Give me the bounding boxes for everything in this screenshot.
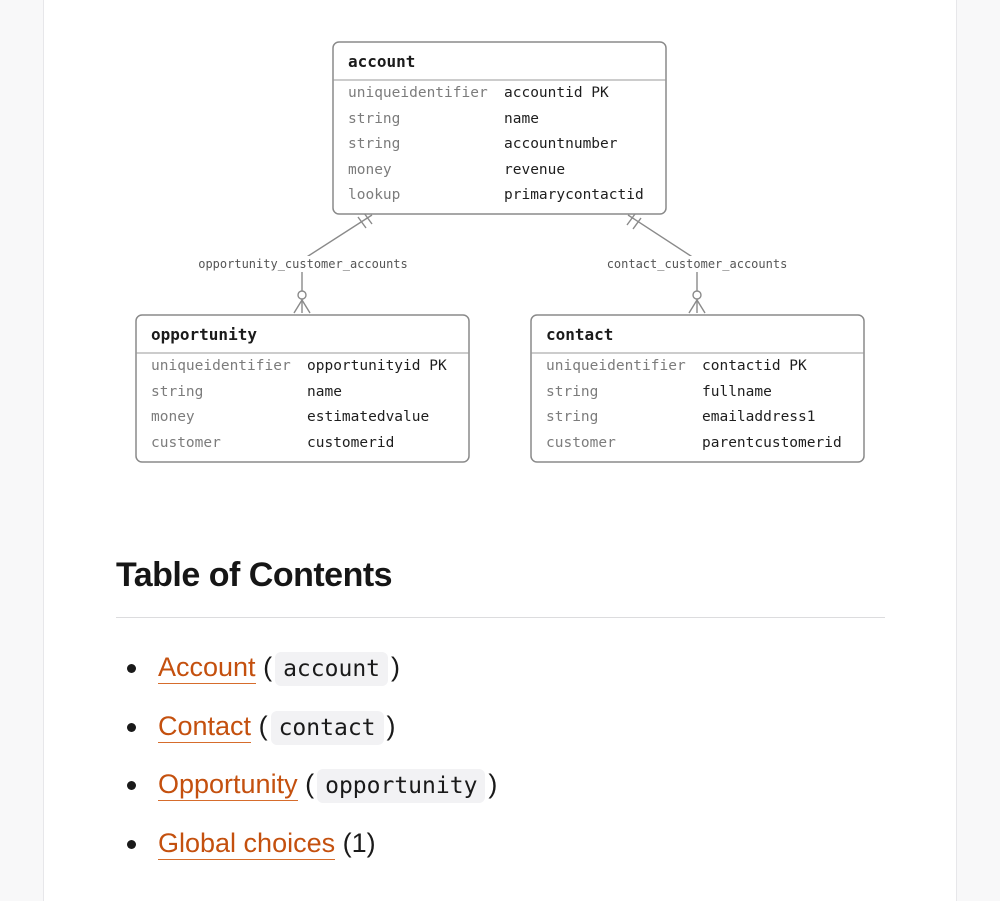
er-diagram: opportunity_customer_accounts contact_cu… — [135, 41, 865, 463]
attribute-name: fullname — [702, 384, 772, 400]
toc-link-contact[interactable]: Contact — [158, 710, 252, 743]
attribute-type: uniqueidentifier — [546, 358, 686, 374]
bullet-icon — [127, 839, 136, 849]
attribute-name: parentcustomerid — [702, 435, 842, 451]
entity-title: contact — [546, 325, 613, 344]
toc-item-account: Account (account) — [116, 640, 497, 699]
attribute-type: customer — [546, 435, 616, 451]
entity-title: opportunity — [151, 325, 257, 344]
attribute-type: customer — [151, 435, 221, 451]
relationship-contact-account: contact_customer_accounts — [598, 213, 796, 314]
attribute-type: uniqueidentifier — [151, 358, 291, 374]
toc-item-global-choices: Global choices (1) — [116, 816, 497, 875]
toc-code-contact: contact — [270, 710, 384, 745]
entity-opportunity: opportunity uniqueidentifier opportunity… — [135, 314, 470, 463]
attribute-name: customerid — [307, 435, 394, 451]
relationship-label: contact_customer_accounts — [607, 257, 788, 271]
attribute-name: name — [504, 111, 539, 127]
relationship-label: opportunity_customer_accounts — [198, 257, 408, 271]
entity-account: account uniqueidentifier accountid PK st… — [332, 41, 667, 215]
attribute-name: primarycontactid — [504, 187, 644, 203]
toc-list: Account (account) Contact (contact) Oppo… — [116, 640, 497, 874]
attribute-name: contactid PK — [702, 358, 807, 374]
attribute-type: money — [151, 409, 195, 425]
bullet-icon — [127, 722, 136, 732]
bullet-icon — [127, 664, 136, 673]
attribute-type: string — [348, 111, 400, 127]
toc-item-contact: Contact (contact) — [116, 699, 497, 758]
attribute-type: string — [546, 384, 598, 400]
entity-title: account — [348, 52, 415, 71]
attribute-name: estimatedvalue — [307, 409, 429, 425]
toc-code-account: account — [275, 652, 389, 686]
attribute-type: string — [151, 384, 203, 400]
attribute-type: string — [546, 409, 598, 425]
attribute-name: accountnumber — [504, 136, 618, 152]
relationship-opportunity-account: opportunity_customer_accounts — [190, 212, 416, 314]
attribute-name: accountid PK — [504, 85, 609, 101]
toc-code-opportunity: opportunity — [317, 769, 486, 803]
attribute-name: name — [307, 384, 342, 400]
attribute-type: string — [348, 136, 400, 152]
attribute-name: opportunityid PK — [307, 358, 447, 374]
toc-link-opportunity[interactable]: Opportunity — [158, 769, 298, 801]
toc-link-global-choices[interactable]: Global choices — [158, 827, 336, 860]
attribute-type: lookup — [348, 187, 400, 203]
attribute-type: money — [348, 162, 392, 178]
attribute-name: revenue — [504, 162, 565, 178]
bullet-icon — [127, 781, 136, 790]
toc-divider — [116, 617, 885, 618]
attribute-type: uniqueidentifier — [348, 85, 488, 101]
attribute-name: emailaddress1 — [702, 409, 816, 425]
toc-heading: Table of Contents — [116, 556, 393, 594]
toc-item-opportunity: Opportunity (opportunity) — [116, 757, 497, 816]
entity-contact: contact uniqueidentifier contactid PK st… — [530, 314, 865, 463]
toc-link-account[interactable]: Account — [158, 652, 256, 684]
toc-count: (1) — [342, 827, 376, 858]
